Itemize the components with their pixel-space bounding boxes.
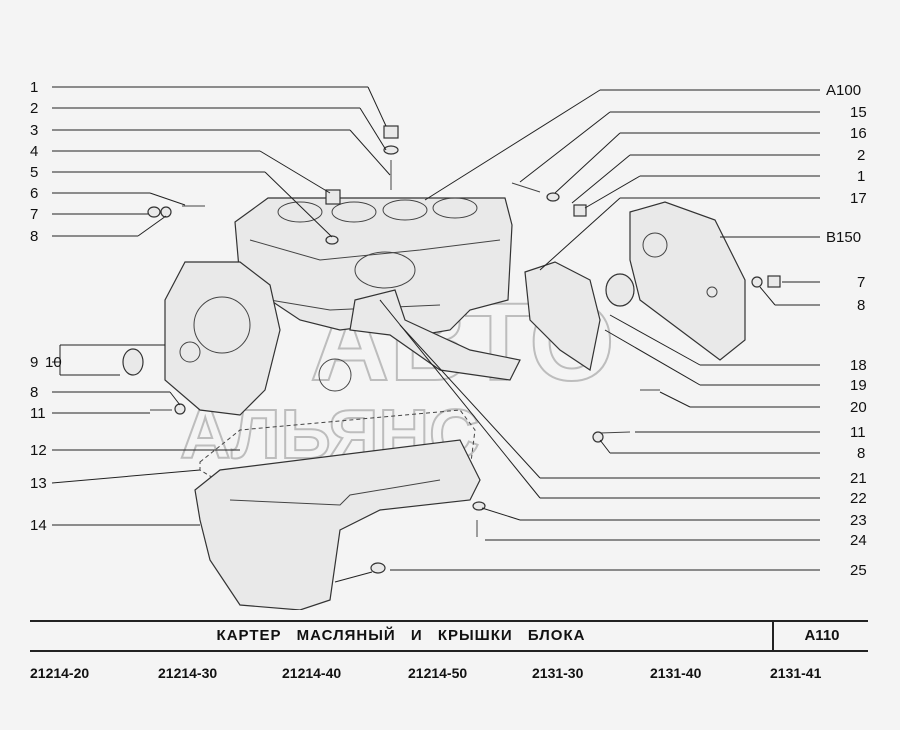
callout-B150: B150 [826, 229, 861, 246]
callout-1: 1 [30, 79, 38, 96]
callout-10: 10 [45, 354, 62, 371]
callout-15: 15 [850, 104, 867, 121]
callout-8r: 8 [857, 297, 865, 314]
model-item: 2131-41 [770, 665, 822, 681]
callout-19: 19 [850, 377, 867, 394]
callout-22: 22 [850, 490, 867, 507]
callout-3: 3 [30, 122, 38, 139]
page-title: КАРТЕР МАСЛЯНЫЙ И КРЫШКИ БЛОКА [216, 627, 586, 644]
callout-20: 20 [850, 399, 867, 416]
callout-2: 2 [30, 100, 38, 117]
callout-17: 17 [850, 190, 867, 207]
callout-4: 4 [30, 143, 38, 160]
model-item: 21214-20 [30, 665, 90, 681]
model-item: 21214-40 [282, 665, 342, 681]
callout-23: 23 [850, 512, 867, 529]
callout-14: 14 [30, 517, 47, 534]
callout-16: 16 [850, 125, 867, 142]
callout-7r: 7 [857, 274, 865, 291]
engine-block-drawing [122, 125, 781, 610]
model-list: 21214-20 21214-30 21214-40 21214-50 2131… [0, 665, 900, 685]
callouts-left: 1 2 3 4 5 6 7 8 9 10 8 11 12 13 14 [30, 79, 62, 534]
callout-24: 24 [850, 532, 867, 549]
callout-25: 25 [850, 562, 867, 579]
callout-8r2: 8 [857, 445, 865, 462]
callout-11r: 11 [850, 424, 866, 441]
callout-8: 8 [30, 228, 38, 245]
callouts-right: A100 15 16 2 1 17 B150 7 8 18 19 20 11 8… [826, 82, 867, 579]
callout-9: 9 [30, 354, 38, 371]
callout-5: 5 [30, 164, 38, 181]
callout-8b: 8 [30, 384, 38, 401]
callout-1r: 1 [857, 168, 865, 185]
model-item: 2131-40 [650, 665, 702, 681]
model-item: 2131-30 [532, 665, 584, 681]
callout-12: 12 [30, 442, 47, 459]
callout-13: 13 [30, 475, 47, 492]
leader-lines-right [334, 89, 820, 583]
callout-7: 7 [30, 206, 38, 223]
callout-6: 6 [30, 185, 38, 202]
callout-18: 18 [850, 357, 867, 374]
callout-11: 11 [30, 405, 46, 422]
model-item: 21214-50 [408, 665, 468, 681]
leader-lines [51, 86, 391, 526]
callout-2r: 2 [857, 147, 865, 164]
callout-21: 21 [850, 470, 867, 487]
engine-block-diagram: АВТО АЛЬЯНС [30, 79, 867, 610]
callout-A100: A100 [826, 82, 861, 99]
section-code: A110 [772, 622, 870, 650]
model-item: 21214-30 [158, 665, 218, 681]
title-bar: КАРТЕР МАСЛЯНЫЙ И КРЫШКИ БЛОКА A110 [30, 620, 868, 652]
